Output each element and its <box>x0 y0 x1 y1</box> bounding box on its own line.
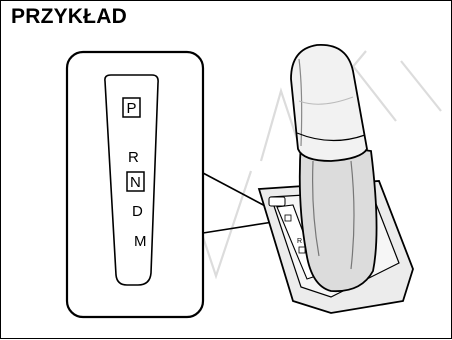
gear-p: P <box>127 100 137 117</box>
gear-d: D <box>132 203 143 220</box>
gear-n: N <box>130 174 141 191</box>
svg-text:R: R <box>297 238 302 245</box>
gear-m: M <box>134 233 147 250</box>
gear-r: R <box>128 149 139 166</box>
